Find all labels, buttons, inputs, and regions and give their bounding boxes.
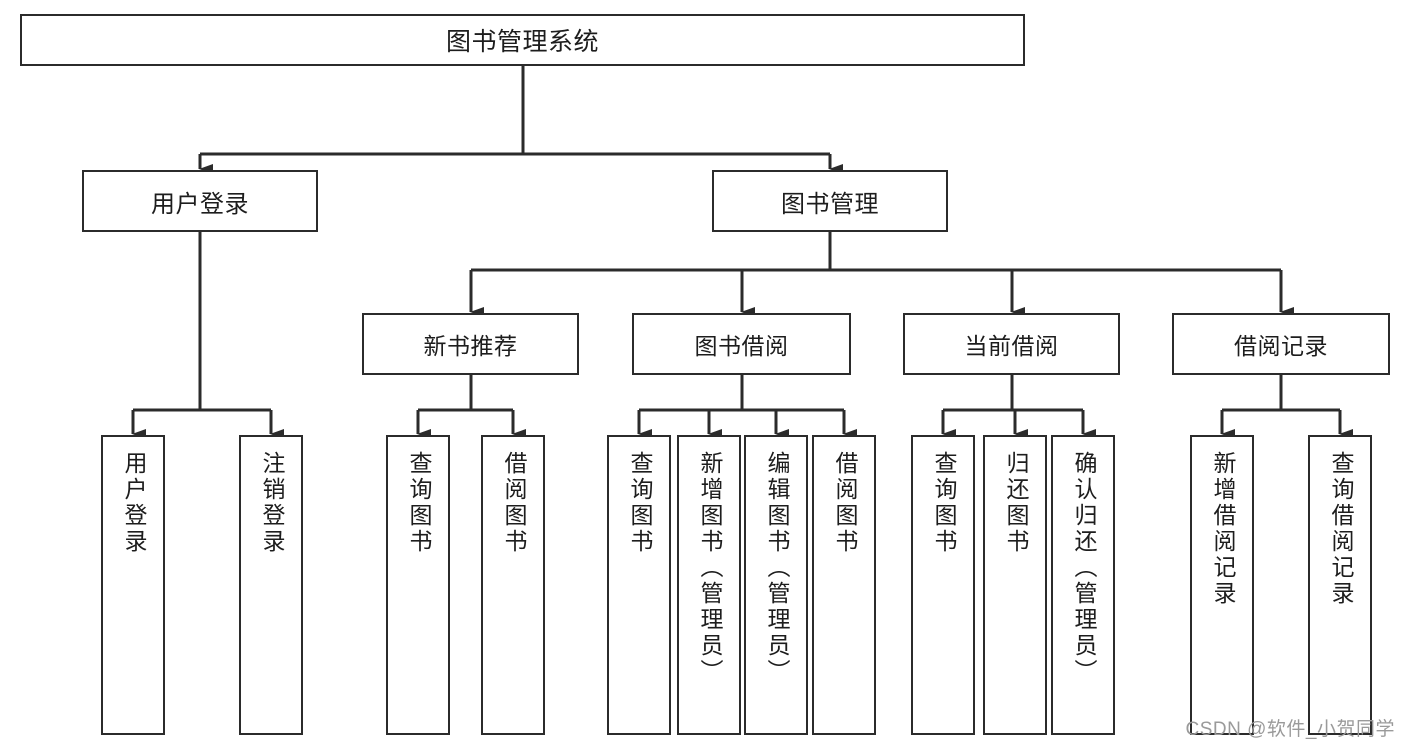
node-leaf-user-login[interactable]: 用户登录 — [101, 435, 165, 735]
node-leaf-confirm-return[interactable]: 确认归还（管理员） — [1051, 435, 1115, 735]
node-current-borrow[interactable]: 当前借阅 — [903, 313, 1120, 375]
node-label: 查询图书 — [405, 451, 432, 555]
watermark-label: CSDN @软件_小贺同学 — [1185, 719, 1395, 740]
node-book-mgmt[interactable]: 图书管理 — [712, 170, 948, 232]
node-label: 注销登录 — [258, 451, 285, 555]
node-leaf-query-book-1[interactable]: 查询图书 — [386, 435, 450, 735]
node-leaf-borrow-book-2[interactable]: 借阅图书 — [812, 435, 876, 735]
node-leaf-query-book-2[interactable]: 查询图书 — [607, 435, 671, 735]
node-leaf-borrow-book-1[interactable]: 借阅图书 — [481, 435, 545, 735]
node-borrow-record[interactable]: 借阅记录 — [1172, 313, 1390, 375]
node-book-borrow[interactable]: 图书借阅 — [632, 313, 851, 375]
node-label: 查询图书 — [930, 451, 957, 555]
node-leaf-edit-book[interactable]: 编辑图书（管理员） — [744, 435, 808, 735]
node-label: 图书管理系统 — [445, 28, 599, 56]
node-leaf-add-book[interactable]: 新增图书（管理员） — [677, 435, 741, 735]
node-label: 新增图书（管理员） — [696, 451, 723, 685]
node-label: 确认归还（管理员） — [1070, 451, 1097, 685]
node-label: 新增借阅记录 — [1209, 451, 1236, 607]
node-label: 用户登录 — [151, 190, 249, 218]
node-label: 查询借阅记录 — [1327, 451, 1354, 607]
node-label: 借阅记录 — [1234, 333, 1328, 359]
node-label: 编辑图书（管理员） — [763, 451, 790, 685]
node-label: 用户登录 — [120, 451, 147, 555]
node-label: 借阅图书 — [500, 451, 527, 555]
node-new-book-rec[interactable]: 新书推荐 — [362, 313, 579, 375]
node-label: 借阅图书 — [831, 451, 858, 555]
node-leaf-logout[interactable]: 注销登录 — [239, 435, 303, 735]
node-leaf-add-record[interactable]: 新增借阅记录 — [1190, 435, 1254, 735]
node-leaf-query-record[interactable]: 查询借阅记录 — [1308, 435, 1372, 735]
node-root[interactable]: 图书管理系统 — [20, 14, 1025, 66]
edge-layer — [131, 66, 1353, 439]
node-leaf-return-book[interactable]: 归还图书 — [983, 435, 1047, 735]
node-label: 新书推荐 — [423, 333, 518, 359]
node-label: 当前借阅 — [964, 333, 1059, 359]
node-label: 图书借阅 — [694, 333, 789, 359]
node-label: 查询图书 — [626, 451, 653, 555]
node-leaf-query-book-3[interactable]: 查询图书 — [911, 435, 975, 735]
node-user-login[interactable]: 用户登录 — [82, 170, 318, 232]
node-label: 图书管理 — [781, 190, 879, 218]
node-label: 归还图书 — [1002, 451, 1029, 555]
